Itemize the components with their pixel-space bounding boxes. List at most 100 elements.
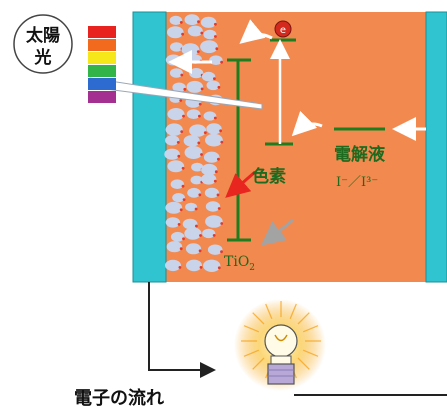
dye-label: 色素 — [252, 166, 286, 187]
dye-molecule-dot — [197, 141, 201, 145]
tio2-particle — [184, 14, 200, 26]
dye-molecule-dot — [214, 22, 217, 26]
sunlight-label-line2: 光 — [34, 47, 52, 68]
bulb-ray — [297, 312, 310, 325]
dye-molecule-dot — [179, 247, 183, 251]
tio2-particle — [186, 80, 204, 93]
tio2-particle — [182, 218, 198, 230]
dye-molecule-dot — [182, 114, 185, 118]
tio2-particle — [186, 109, 201, 119]
dye-molecule-dot — [198, 249, 202, 253]
left-electrode — [132, 11, 167, 283]
dye-molecule-dot — [217, 157, 220, 161]
dye-molecule-dot — [179, 21, 183, 24]
tio2-particle — [167, 26, 184, 39]
tio2-particle — [202, 228, 216, 239]
sunlight-circle — [13, 14, 73, 74]
dye-molecule-dot — [217, 85, 221, 89]
dye-molecule-dot — [213, 116, 217, 120]
dye-molecule-dot — [179, 99, 183, 102]
spectrum-bar — [88, 78, 116, 90]
tio2-particle — [205, 201, 221, 212]
dye-molecule-dot — [177, 223, 181, 226]
tio2-particle — [187, 187, 201, 198]
spectrum-bar — [88, 91, 116, 103]
tio2-particle — [203, 29, 217, 40]
dye-molecule-dot — [216, 193, 220, 197]
dye-regeneration-arrow — [291, 110, 323, 137]
tio2-particle — [207, 244, 223, 255]
redox-label: I⁻／I³⁻ — [336, 175, 378, 190]
tio2-particle — [184, 227, 202, 240]
tio2-particle — [204, 187, 219, 198]
electrolyte-label: 電解液 — [334, 144, 385, 165]
tio2-particle — [165, 135, 180, 146]
tio2-particle-layer — [164, 14, 224, 272]
dye-molecule-dot — [213, 179, 217, 183]
tio2-particle — [200, 40, 218, 54]
tio2-particle — [191, 162, 204, 172]
svg-text:e: e — [280, 25, 286, 36]
dye-molecule-dot — [176, 141, 180, 144]
recombination-gray-arrow — [260, 218, 294, 246]
tio2-energy-level — [227, 58, 251, 242]
tio2-particle — [206, 123, 222, 135]
dye-molecule-dot — [220, 60, 224, 64]
tio2-particle — [184, 146, 203, 159]
tio2-particle — [169, 15, 183, 25]
spectrum-bar — [88, 52, 116, 64]
light-spectrum-bars — [88, 26, 116, 103]
tio2-particle — [205, 215, 223, 228]
tio2-particle — [170, 231, 185, 242]
dye-molecule-dot — [200, 31, 204, 35]
dye-molecule-dot — [197, 20, 200, 24]
dye-molecule-dot — [213, 77, 216, 80]
dye-molecule-dot — [183, 87, 187, 91]
tio2-particle — [183, 135, 200, 147]
dye-molecule-dot — [194, 207, 198, 211]
tio2-particle — [169, 68, 183, 78]
tio2-particle — [172, 193, 186, 203]
dye-molecule-dot — [182, 237, 185, 241]
dye-molecule-dot — [220, 250, 223, 254]
tio2-particle — [166, 241, 183, 253]
spectrum-bar — [88, 39, 116, 51]
dye-molecule-dot — [195, 224, 198, 228]
bulb-ray — [297, 357, 310, 370]
tio2-particle — [164, 148, 180, 160]
dye-molecule-dot — [214, 35, 217, 38]
dye-molecule-dot — [203, 131, 207, 135]
dye-molecule-dot — [196, 50, 200, 53]
tio2-particle — [170, 42, 183, 52]
cell-body — [133, 12, 447, 282]
tio2-particle — [165, 217, 181, 228]
right-electrode — [425, 11, 447, 283]
electron-injection-arrow — [239, 19, 273, 44]
dye-molecule-dot — [198, 193, 202, 197]
dye-molecule-dot — [179, 208, 183, 212]
tio2-particle — [167, 160, 185, 173]
dye-molecule-dot — [199, 234, 202, 237]
dye-molecule-dot — [214, 170, 218, 174]
tio2-particle — [201, 71, 216, 82]
electron-flow-label: 電子の流れ — [74, 387, 164, 409]
tio2-particle — [203, 151, 220, 163]
tio2-particle — [172, 82, 186, 93]
dye-molecule-dot — [177, 154, 181, 158]
tio2-particle — [205, 133, 223, 147]
bulb-ray — [302, 325, 319, 333]
tio2-particle — [187, 25, 203, 37]
tio2-particle — [181, 43, 200, 56]
tio2-particle — [165, 201, 183, 214]
spectrum-bar — [88, 65, 116, 77]
tio2-particle — [185, 202, 198, 212]
tio2-particle — [185, 243, 202, 255]
tio2-particle — [201, 163, 218, 176]
tio2-particle — [203, 111, 217, 121]
light-bulb-icon — [234, 299, 326, 391]
dye-molecule-dot — [181, 32, 185, 36]
dye-molecule-dot — [198, 102, 202, 106]
dye-molecule-dot — [212, 234, 216, 237]
dye-molecule-dot — [217, 266, 221, 270]
